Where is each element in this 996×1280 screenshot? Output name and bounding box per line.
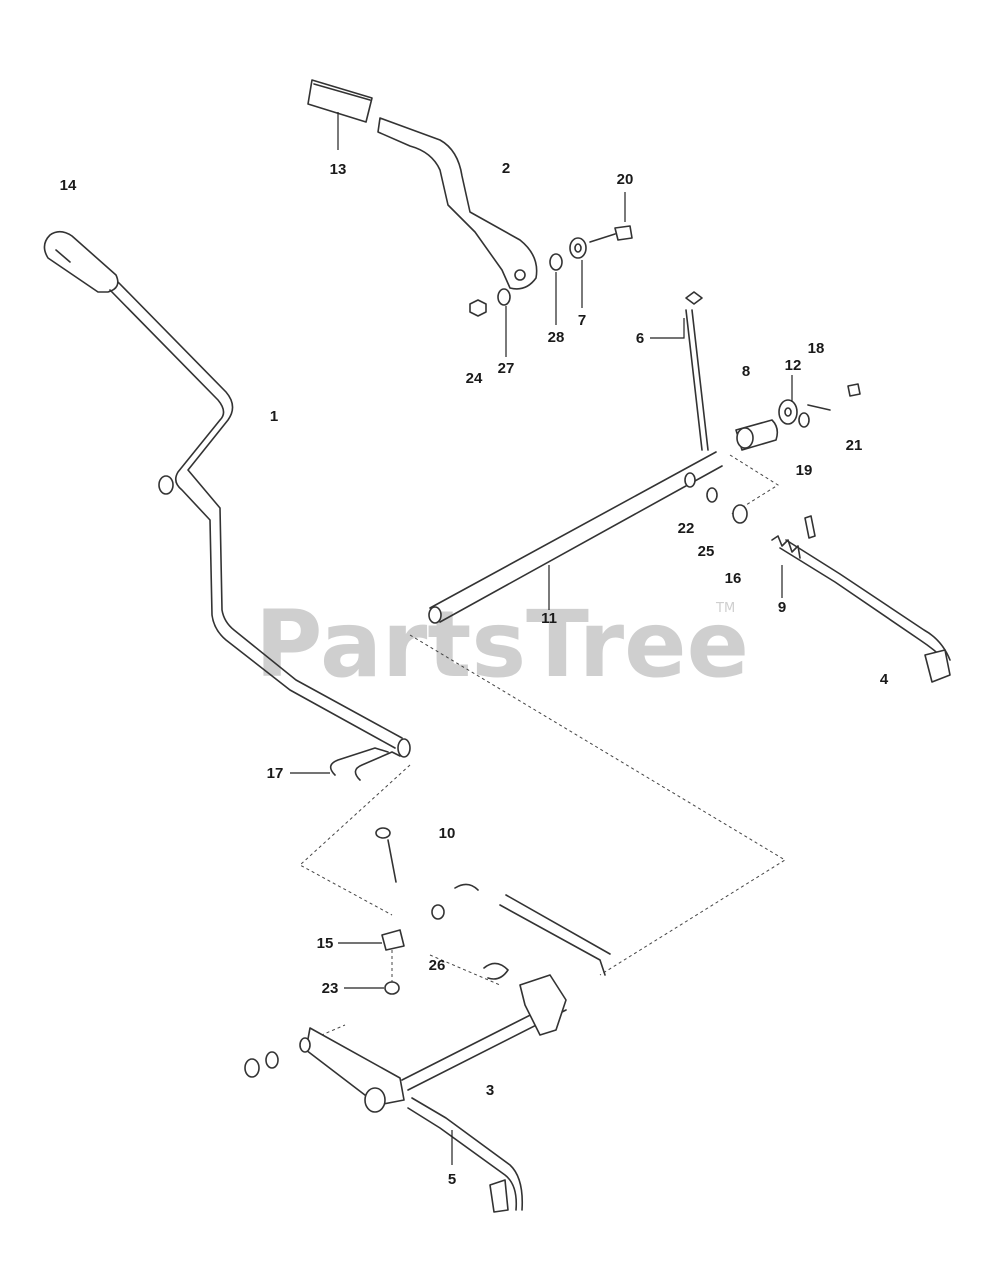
lower-shaft-part-3[interactable] xyxy=(305,894,611,1113)
callout-1: 1 xyxy=(270,408,278,425)
callout-8: 8 xyxy=(742,363,750,380)
assembly-lines xyxy=(299,454,786,1041)
watermark-text: PartsTree xyxy=(255,591,749,698)
callout-23: 23 xyxy=(322,980,339,997)
callout-7: 7 xyxy=(578,312,586,329)
nut-part-24[interactable] xyxy=(469,299,487,317)
callout-27: 27 xyxy=(498,360,515,377)
callout-16: 16 xyxy=(725,570,742,587)
spring-part-9[interactable] xyxy=(771,535,801,559)
handle-grip-part-14[interactable] xyxy=(43,230,119,293)
callout-6: 6 xyxy=(636,330,644,347)
pivot-block-part-15[interactable] xyxy=(381,929,405,951)
bolt-part-20[interactable] xyxy=(589,225,633,243)
adjuster-rod-part-4[interactable] xyxy=(779,539,951,683)
lower-rod-part-5[interactable] xyxy=(407,1097,524,1213)
washer-clip-set[interactable] xyxy=(244,1037,311,1078)
nut-part-23[interactable] xyxy=(384,981,400,995)
callout-21: 21 xyxy=(846,437,863,454)
bushing-part-25[interactable] xyxy=(732,504,748,524)
callout-22: 22 xyxy=(678,520,695,537)
washer-part-27[interactable] xyxy=(497,288,511,306)
bushing-part-28[interactable] xyxy=(549,253,563,271)
callout-26: 26 xyxy=(429,957,446,974)
washer-part-18[interactable] xyxy=(798,412,810,428)
callout-10: 10 xyxy=(439,825,456,842)
pedal-pad-part-13[interactable] xyxy=(307,79,373,123)
washer-part-22[interactable] xyxy=(706,487,718,503)
callout-4: 4 xyxy=(880,671,889,688)
callout-12: 12 xyxy=(785,357,802,374)
callout-28: 28 xyxy=(548,329,565,346)
callout-20: 20 xyxy=(617,171,634,188)
callout-11: 11 xyxy=(541,610,557,627)
callout-18: 18 xyxy=(808,340,825,357)
callout-14: 14 xyxy=(60,177,77,194)
pin-part-10[interactable] xyxy=(375,827,397,883)
trademark-mark: TM xyxy=(715,601,735,616)
spring-clip-part-17[interactable] xyxy=(329,747,401,781)
washer-part-7[interactable] xyxy=(569,237,587,259)
callout-9: 9 xyxy=(778,599,786,616)
callout-25: 25 xyxy=(698,543,715,560)
pivot-part-12[interactable] xyxy=(778,399,798,425)
callout-17: 17 xyxy=(267,765,284,782)
leader-lines xyxy=(290,112,793,1165)
cross-shaft-part-11[interactable] xyxy=(428,451,723,624)
clip-part-21[interactable] xyxy=(807,383,861,411)
shift-lever-part-1[interactable] xyxy=(109,281,411,758)
rod-part-6[interactable] xyxy=(685,291,709,451)
callout-5: 5 xyxy=(448,1171,456,1188)
callout-19: 19 xyxy=(796,462,813,479)
pin-part-16[interactable] xyxy=(804,515,816,539)
callout-15: 15 xyxy=(317,935,334,952)
callout-3: 3 xyxy=(486,1082,494,1099)
bracket-part-19[interactable] xyxy=(735,419,779,451)
callout-13: 13 xyxy=(330,161,347,178)
pedal-arm-part-2[interactable] xyxy=(377,117,538,290)
callout-24: 24 xyxy=(466,370,483,387)
callout-2: 2 xyxy=(502,160,510,177)
callout-labels: 14 13 2 20 7 28 27 24 6 8 12 18 21 19 1 … xyxy=(60,160,889,1188)
clip-part-26[interactable] xyxy=(431,883,509,980)
